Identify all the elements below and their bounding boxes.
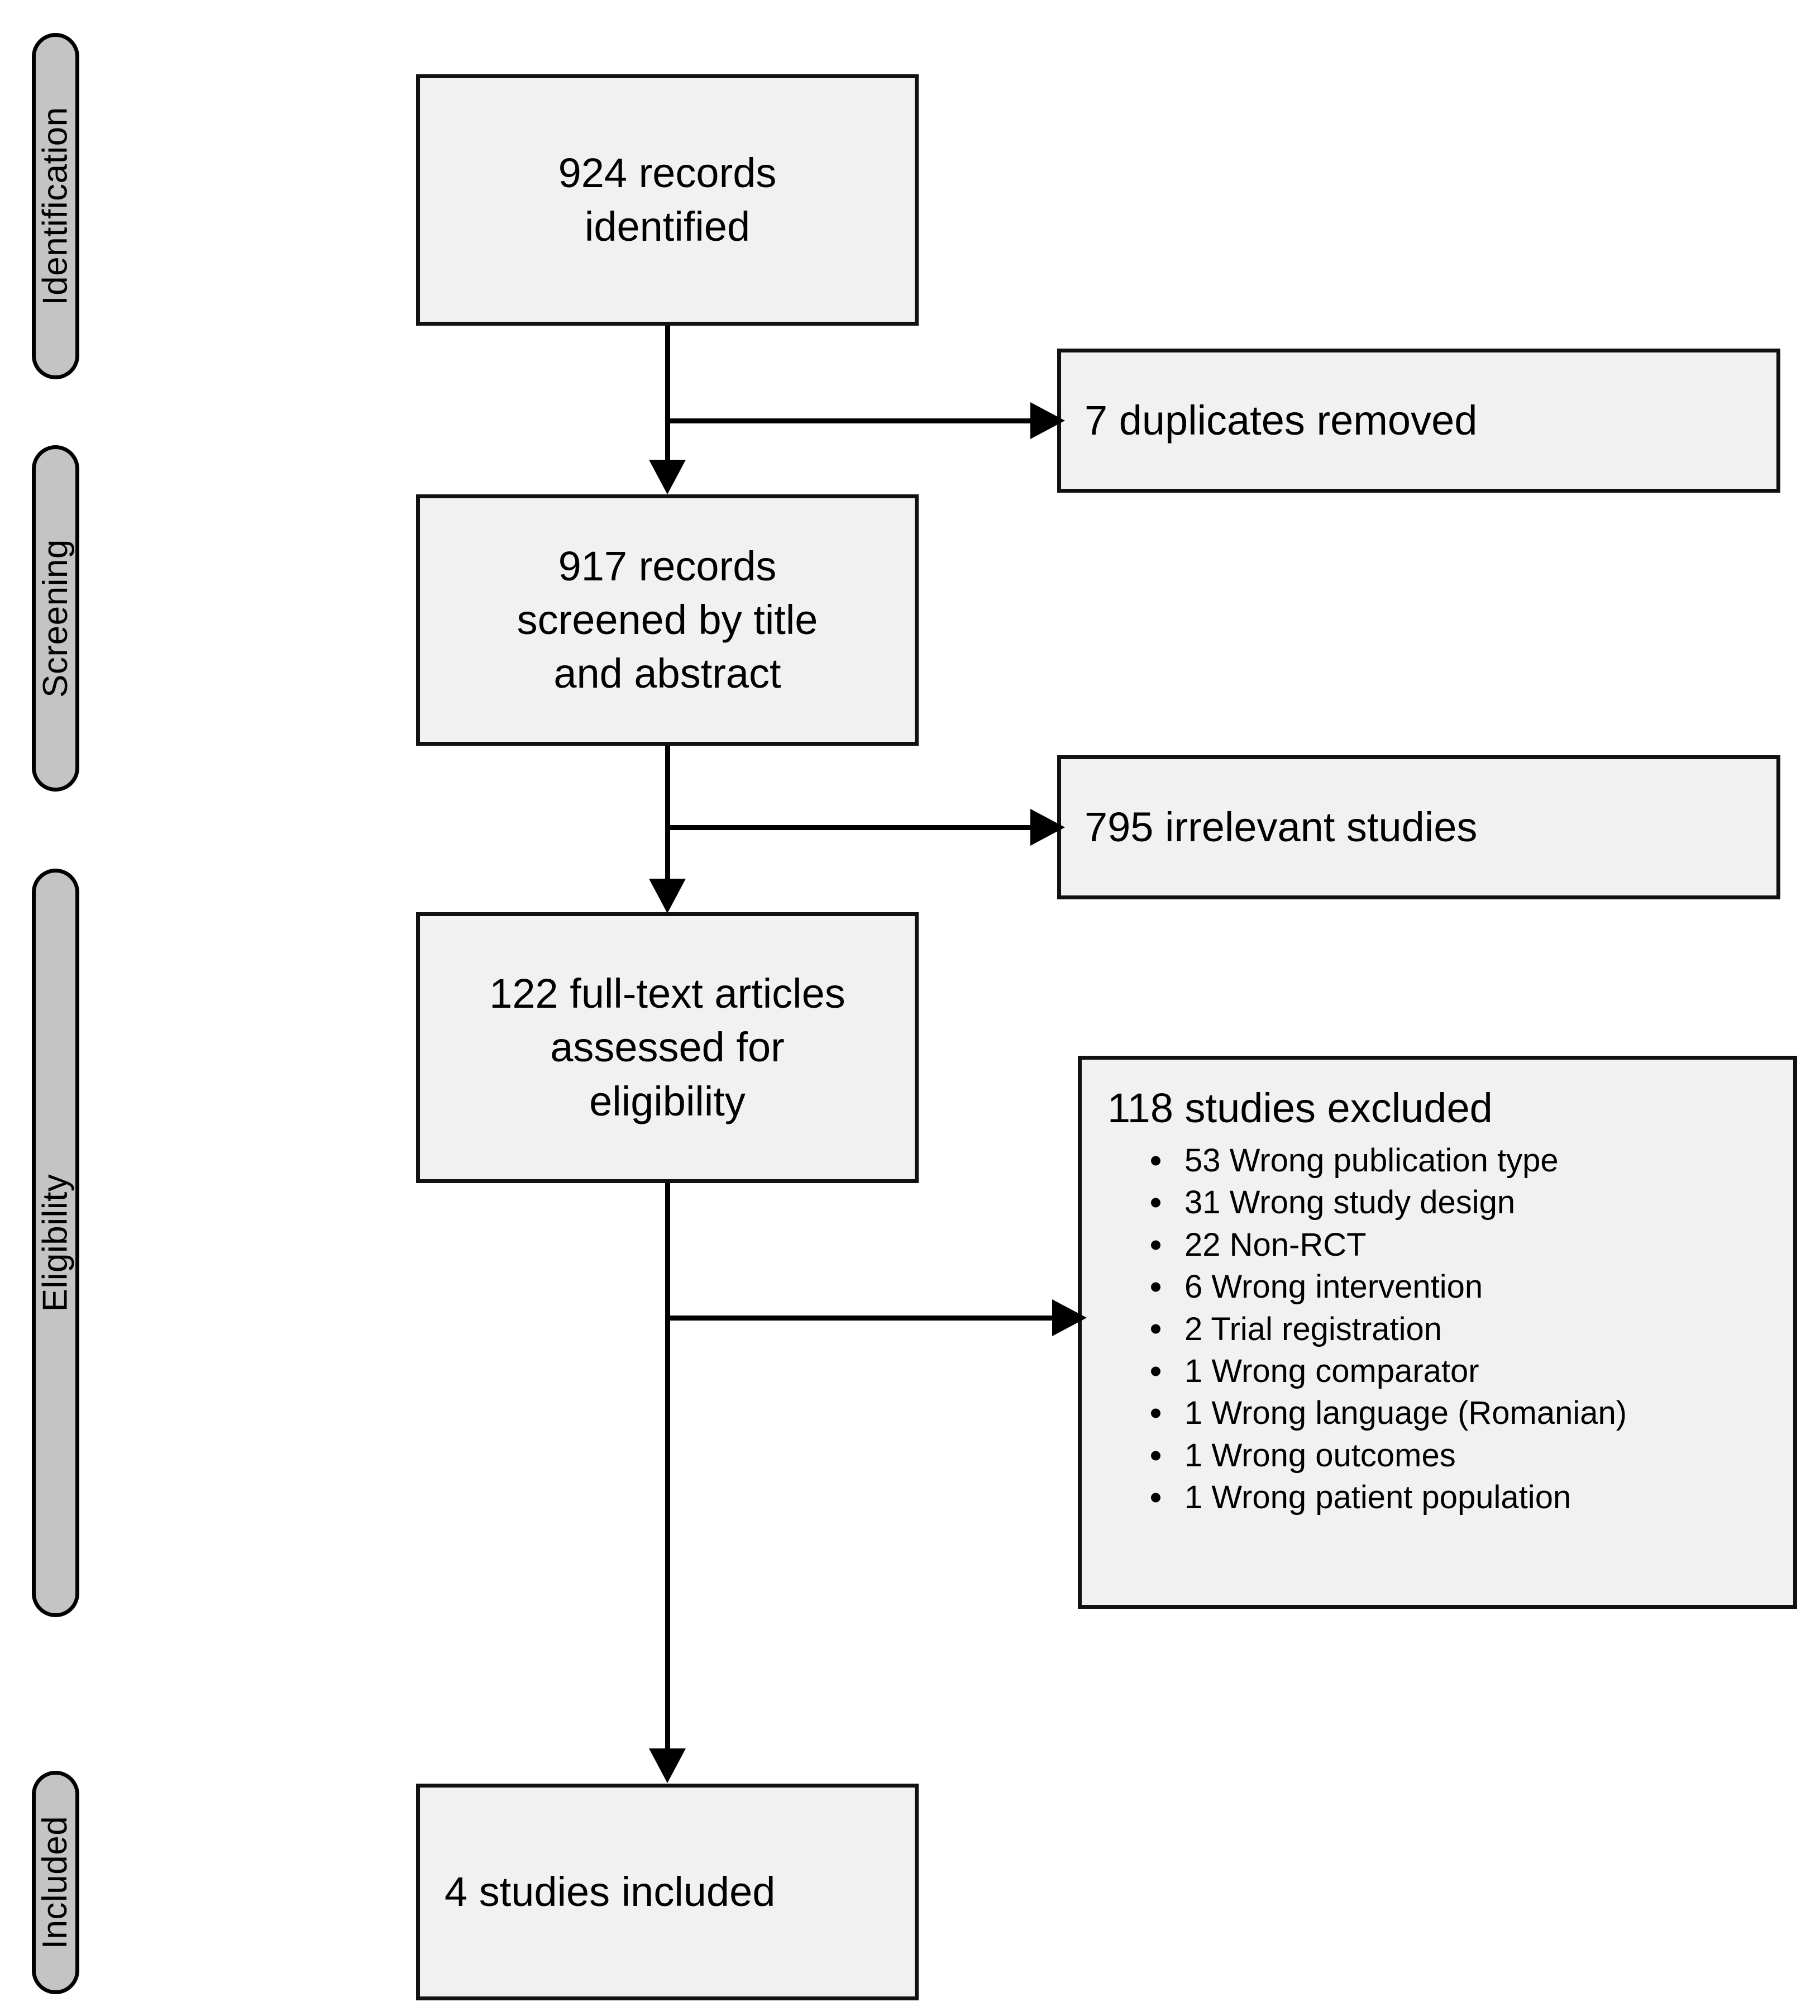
connector-screened-to-irrelevant [665,825,1036,830]
connector-identified-to-duplicates [665,418,1036,423]
exclusion-reason-label: 1 Wrong comparator [1184,1353,1479,1390]
connector-fulltext-to-excluded [665,1316,1059,1321]
connector-fulltext-to-included [665,1183,670,1758]
exclusion-reason-label: 1 Wrong outcomes [1184,1437,1456,1474]
exclusion-reason-label: 53 Wrong publication type [1184,1142,1559,1179]
exclusion-reason-item: 53 Wrong publication type [1151,1140,1776,1181]
exclusion-reason-item: 6 Wrong intervention [1151,1266,1776,1308]
box-records-identified: 924 records identified [416,74,919,326]
arrowhead-identified-to-duplicates [1030,402,1065,439]
bullet-icon [1151,1366,1160,1376]
box-duplicates-removed-text: 7 duplicates removed [1085,397,1478,444]
bullet-icon [1151,1198,1160,1208]
exclusion-reason-label: 1 Wrong patient population [1184,1479,1571,1516]
stage-pill-screening: Screening [32,445,79,792]
exclusion-reason-label: 1 Wrong language (Romanian) [1184,1395,1627,1432]
arrowhead-identified-to-screened [649,460,686,494]
exclusion-reason-item: 1 Wrong language (Romanian) [1151,1392,1776,1434]
exclusion-reason-label: 31 Wrong study design [1184,1184,1516,1221]
exclusion-reason-label: 22 Non-RCT [1184,1226,1367,1263]
box-irrelevant-studies-text: 795 irrelevant studies [1085,803,1478,850]
box-full-text-assessed-text: 122 full-text articles assessed for elig… [489,970,845,1124]
box-duplicates-removed: 7 duplicates removed [1057,349,1780,493]
exclusion-reason-item: 1 Wrong patient population [1151,1476,1776,1518]
arrowhead-fulltext-to-excluded [1052,1299,1087,1336]
box-studies-included: 4 studies included [416,1784,919,2000]
bullet-icon [1151,1240,1160,1250]
exclusion-reason-item: 31 Wrong study design [1151,1181,1776,1223]
box-full-text-assessed: 122 full-text articles assessed for elig… [416,912,919,1183]
exclusion-reason-list: 53 Wrong publication type 31 Wrong study… [1107,1140,1776,1519]
exclusion-reason-item: 2 Trial registration [1151,1308,1776,1350]
arrowhead-screened-to-fulltext [649,879,686,913]
box-records-screened: 917 records screened by title and abstra… [416,494,919,746]
bullet-icon [1151,1408,1160,1418]
bullet-icon [1151,1156,1160,1166]
box-irrelevant-studies: 795 irrelevant studies [1057,755,1780,899]
stage-label-eligibility: Eligibility [36,1174,75,1312]
connector-identified-to-screened [665,326,670,471]
bullet-icon [1151,1493,1160,1503]
box-studies-excluded: 118 studies excluded 53 Wrong publicatio… [1078,1056,1797,1609]
box-studies-excluded-title: 118 studies excluded [1107,1085,1493,1131]
stage-label-included: Included [36,1815,75,1950]
box-studies-included-text: 4 studies included [445,1868,776,1915]
box-records-screened-text: 917 records screened by title and abstra… [517,542,818,697]
bullet-icon [1151,1324,1160,1334]
stage-pill-identification: Identification [32,33,79,379]
box-records-identified-text: 924 records identified [558,149,777,250]
bullet-icon [1151,1282,1160,1292]
connector-screened-to-fulltext [665,746,670,892]
stage-label-identification: Identification [36,107,75,306]
arrowhead-fulltext-to-included [649,1748,686,1783]
bullet-icon [1151,1451,1160,1461]
stage-label-screening: Screening [36,539,75,698]
stage-pill-included: Included [32,1771,79,1994]
exclusion-reason-label: 2 Trial registration [1184,1310,1442,1347]
exclusion-reason-label: 6 Wrong intervention [1184,1269,1483,1305]
exclusion-reason-item: 1 Wrong outcomes [1151,1434,1776,1476]
exclusion-reason-item: 22 Non-RCT [1151,1224,1776,1266]
exclusion-reason-item: 1 Wrong comparator [1151,1350,1776,1392]
stage-pill-eligibility: Eligibility [32,869,79,1617]
arrowhead-screened-to-irrelevant [1030,809,1065,846]
